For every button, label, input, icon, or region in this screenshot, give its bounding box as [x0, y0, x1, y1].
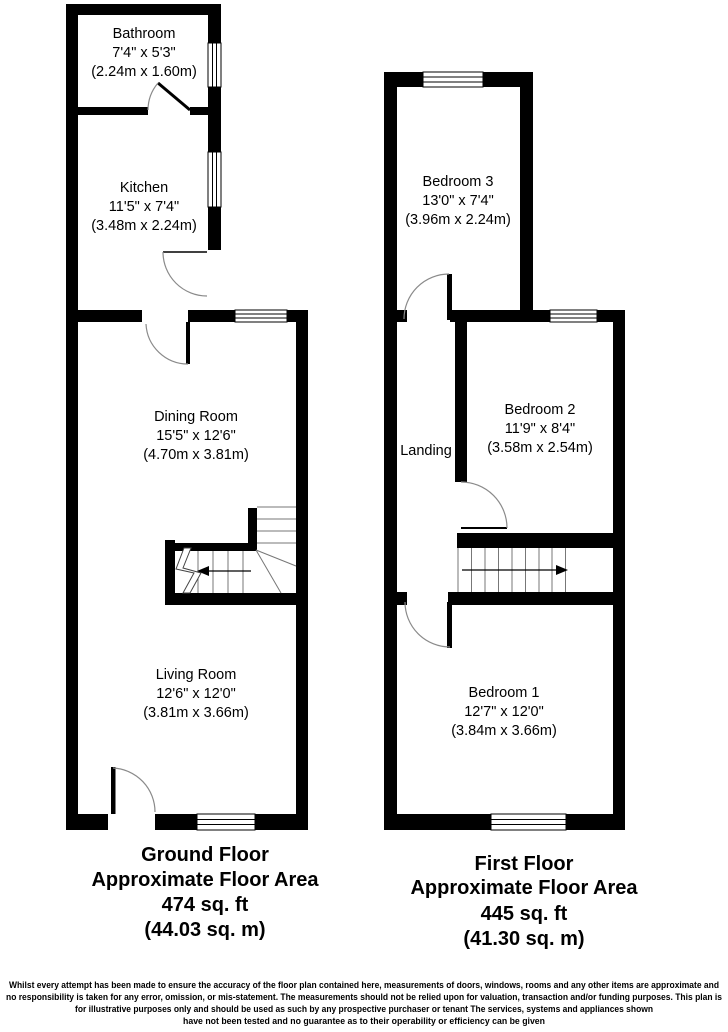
first-floor-doors: [403, 273, 508, 648]
kitchen-size-imperial: 11'5" x 7'4": [109, 199, 179, 215]
disclaimer-block: Whilst every attempt has been made to en…: [6, 980, 722, 1026]
gf-lower-right-exterior-wall: [296, 310, 308, 830]
ground-floor-title: Ground Floor: [141, 844, 269, 866]
bedroom3-size-metric: (3.96m x 2.24m): [405, 212, 511, 228]
front-door: [111, 767, 156, 814]
bedroom2-window: [549, 309, 598, 323]
living-room-window: [196, 813, 256, 831]
first-floor-plan: Bedroom 3 13'0" x 7'4" (3.96m x 2.24m) L…: [384, 71, 638, 950]
first-floor-room-labels: Bedroom 3 13'0" x 7'4" (3.96m x 2.24m) L…: [400, 174, 593, 739]
dining-room-window: [234, 309, 288, 323]
first-floor-title-block: First Floor Approximate Floor Area 445 s…: [410, 853, 638, 950]
bedroom1-size-metric: (3.84m x 3.66m): [451, 723, 557, 739]
gf-stair-top-wall: [165, 543, 257, 551]
ground-floor-area-imperial: 474 sq. ft: [162, 894, 249, 916]
bedroom1-label: Bedroom 1: [469, 685, 540, 701]
first-floor-staircase: [457, 548, 568, 592]
first-floor-windows: [422, 71, 598, 831]
disclaimer-line-4: have not been tested and no guarantee as…: [183, 1016, 545, 1026]
gf-stair-left-stub-wall: [165, 540, 175, 605]
bedroom3-door: [403, 273, 452, 320]
landing-label: Landing: [400, 443, 452, 459]
ff-mid-wall: [450, 310, 625, 322]
first-floor-area-metric: (41.30 sq. m): [463, 928, 584, 950]
bedroom2-door: [460, 481, 508, 529]
gf-bathroom-divider-wall-left: [78, 107, 148, 115]
stair-winder-lines: [255, 549, 297, 594]
bathroom-window: [207, 42, 222, 88]
bedroom2-size-metric: (3.58m x 2.54m): [487, 440, 593, 456]
ff-bedroom1-top-wall: [448, 592, 613, 605]
disclaimer-line-2: no responsibility is taken for any error…: [6, 992, 722, 1002]
ground-floor-subtitle: Approximate Floor Area: [91, 869, 319, 891]
bathroom-door: [147, 81, 191, 112]
kitchen-door: [162, 251, 208, 297]
ground-floor-doors: [111, 81, 208, 814]
kitchen-label: Kitchen: [120, 180, 168, 196]
dining-room-label: Dining Room: [154, 409, 238, 425]
ground-floor-windows: [196, 42, 288, 831]
bedroom3-label: Bedroom 3: [423, 174, 494, 190]
bedroom3-size-imperial: 13'0" x 7'4": [422, 193, 493, 209]
gf-stair-vertical-stub-wall: [248, 508, 257, 548]
gf-bottom-exterior-wall: [66, 814, 308, 830]
living-room-label: Living Room: [156, 667, 237, 683]
kitchen-window: [207, 151, 222, 208]
ground-floor-title-block: Ground Floor Approximate Floor Area 474 …: [91, 844, 319, 941]
dining-room-size-imperial: 15'5" x 12'6": [156, 428, 236, 444]
gf-front-door-opening: [108, 814, 155, 830]
gf-upper-right-exterior-wall: [208, 4, 221, 250]
ff-left-exterior-wall: [384, 72, 397, 830]
gf-living-room-top-wall: [165, 593, 308, 605]
disclaimer-line-3: for illustrative purposes only and shoul…: [75, 1004, 653, 1014]
bedroom1-window: [490, 813, 567, 831]
gf-top-exterior-wall: [66, 4, 220, 15]
dining-room-door: [145, 322, 190, 365]
gf-dining-top-wall-mid: [188, 310, 235, 322]
bedroom1-size-imperial: 12'7" x 12'0": [464, 704, 544, 720]
living-room-size-metric: (3.81m x 3.66m): [143, 705, 249, 721]
bedroom2-size-imperial: 11'9" x 8'4": [505, 421, 575, 437]
living-room-size-imperial: 12'6" x 12'0": [156, 686, 236, 702]
stair-up-arrow-icon: [197, 566, 209, 576]
ff-landing-bedroom2-divider-wall: [455, 310, 467, 482]
bathroom-size-metric: (2.24m x 1.60m): [91, 64, 197, 80]
gf-dining-top-wall-left: [78, 310, 142, 322]
gf-bathroom-divider-wall-right: [190, 107, 208, 115]
first-floor-title: First Floor: [475, 853, 574, 875]
ff-bedroom3-right-wall: [520, 72, 533, 322]
ff-mid-wall-stub: [384, 310, 407, 322]
gf-left-exterior-wall: [66, 4, 78, 830]
bathroom-label: Bathroom: [113, 26, 176, 42]
bedroom2-label: Bedroom 2: [505, 402, 576, 418]
dining-room-size-metric: (4.70m x 3.81m): [143, 447, 249, 463]
ground-floor-plan: Bathroom 7'4" x 5'3" (2.24m x 1.60m) Kit…: [66, 4, 319, 941]
bedroom1-door: [404, 601, 452, 648]
first-floor-area-imperial: 445 sq. ft: [481, 903, 568, 925]
ff-bedroom2-bottom-wall: [457, 533, 613, 548]
ground-floor-room-labels: Bathroom 7'4" x 5'3" (2.24m x 1.60m) Kit…: [91, 26, 249, 721]
ground-floor-openings: [108, 814, 155, 830]
first-floor-subtitle: Approximate Floor Area: [410, 877, 638, 899]
bedroom3-window: [422, 71, 484, 88]
ff-right-exterior-wall: [613, 310, 625, 830]
disclaimer-line-1: Whilst every attempt has been made to en…: [9, 980, 719, 990]
ff-stair-up-arrow-icon: [556, 565, 568, 575]
ff-bedroom1-top-wall-stub: [384, 592, 407, 605]
ground-floor-area-metric: (44.03 sq. m): [144, 919, 265, 941]
stair-upper-treads: [257, 506, 296, 544]
stair-break-symbol: [175, 547, 202, 594]
kitchen-size-metric: (3.48m x 2.24m): [91, 218, 197, 234]
bathroom-size-imperial: 7'4" x 5'3": [112, 45, 175, 61]
ground-floor-staircase: [175, 506, 297, 594]
